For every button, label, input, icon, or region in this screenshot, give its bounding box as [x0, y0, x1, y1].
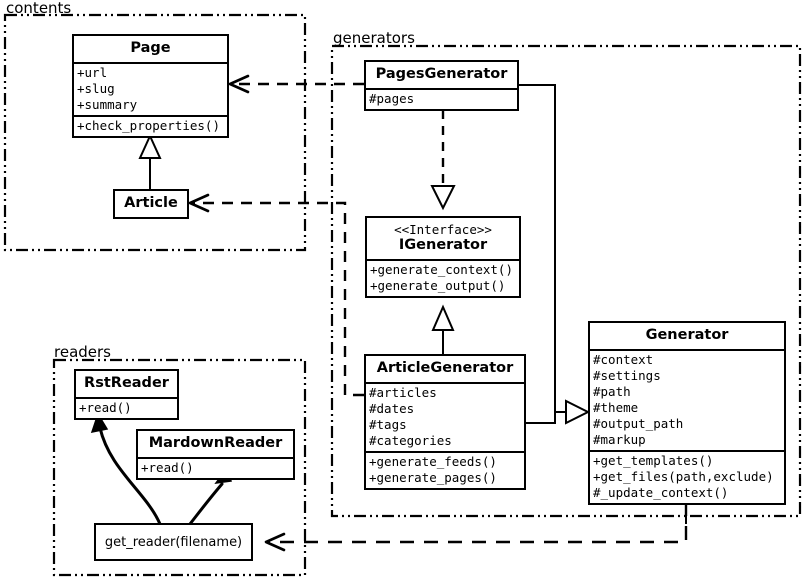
edge-articlegenerator-to-generator — [526, 411, 566, 424]
attribute: #context — [593, 352, 654, 367]
class-box-generator[interactable]: Generator #context #settings #path #them… — [588, 321, 786, 505]
class-name-page: Page — [130, 40, 171, 56]
attribute: #dates — [369, 401, 415, 416]
class-operations-article-generator: +generate_feeds() +generate_pages() — [366, 453, 524, 488]
class-name-article: Article — [124, 195, 178, 211]
class-name-igenerator: <<Interface>> IGenerator — [367, 218, 519, 259]
class-box-page[interactable]: Page +url +slug +summary +check_properti… — [72, 34, 229, 138]
attribute: #settings — [593, 368, 661, 383]
class-name-article-generator: ArticleGenerator — [376, 360, 514, 376]
attribute: #articles — [369, 385, 437, 400]
class-operations-rst-reader: +read() — [76, 399, 177, 418]
class-operations-generator: +get_templates() +get_files(path,exclude… — [590, 452, 784, 503]
attribute: #path — [593, 384, 631, 399]
attribute: +url — [77, 65, 108, 80]
attribute: +summary — [77, 97, 138, 112]
class-operations-page: +check_properties() — [74, 117, 227, 136]
hollow-triangle-igenerator-bottom — [431, 304, 455, 331]
class-operations-igenerator: +generate_context() +generate_output() — [367, 261, 519, 296]
edge-articlegenerator-to-article — [192, 201, 364, 397]
edge-getreader-to-mardownreader — [188, 482, 224, 526]
operation: +generate_output() — [370, 278, 506, 293]
class-operations-mardown-reader: +read() — [138, 459, 293, 478]
class-name-mardown-reader: MardownReader — [148, 435, 283, 451]
edge-generator-to-getreader — [268, 502, 688, 544]
hollow-triangle-page — [138, 133, 162, 159]
class-attributes-pages-generator: #pages — [366, 90, 517, 109]
attribute: #pages — [369, 91, 415, 106]
package-label-contents: contents — [4, 0, 74, 17]
class-name-label-igenerator: IGenerator — [398, 237, 488, 253]
attribute: +slug — [77, 81, 115, 96]
function-box-get-reader[interactable]: get_reader(filename) — [94, 523, 253, 561]
class-box-pages-generator[interactable]: PagesGenerator #pages — [364, 60, 519, 111]
attribute: #categories — [369, 433, 452, 448]
package-label-readers: readers — [52, 343, 113, 361]
class-attributes-generator: #context #settings #path #theme #output_… — [590, 351, 784, 450]
class-name-rst-reader: RstReader — [84, 375, 169, 391]
operation: +generate_pages() — [369, 470, 497, 485]
attribute: #tags — [369, 417, 407, 432]
class-attributes-article-generator: #articles #dates #tags #categories — [366, 384, 524, 451]
open-arrow-getreader — [264, 532, 286, 552]
operation: +generate_feeds() — [369, 454, 497, 469]
open-arrow-page — [228, 74, 250, 94]
attribute: #theme — [593, 400, 639, 415]
class-box-rst-reader[interactable]: RstReader +read() — [74, 369, 179, 420]
open-arrow-article — [188, 193, 210, 213]
operation: +get_templates() — [593, 453, 714, 468]
function-label-get-reader: get_reader(filename) — [104, 534, 243, 550]
operation: +read() — [79, 400, 132, 415]
operation: +check_properties() — [77, 118, 220, 133]
class-box-article[interactable]: Article — [113, 189, 189, 219]
class-box-mardown-reader[interactable]: MardownReader +read() — [136, 429, 295, 480]
class-name-generator: Generator — [645, 327, 729, 343]
package-label-generators: generators — [331, 29, 417, 47]
class-box-article-generator[interactable]: ArticleGenerator #articles #dates #tags … — [364, 354, 526, 490]
attribute: #markup — [593, 432, 646, 447]
hollow-triangle-generator — [565, 399, 591, 425]
edge-pagesgenerator-to-generator — [519, 84, 566, 413]
operation: +read() — [141, 460, 194, 475]
hollow-triangle-igenerator-top — [430, 185, 456, 211]
class-attributes-page: +url +slug +summary — [74, 64, 227, 115]
class-stereotype-igenerator: <<Interface>> — [394, 222, 492, 237]
operation: +get_files(path,exclude) — [593, 469, 774, 484]
class-name-pages-generator: PagesGenerator — [375, 66, 508, 82]
class-box-igenerator[interactable]: <<Interface>> IGenerator +generate_conte… — [365, 216, 521, 298]
attribute: #output_path — [593, 416, 684, 431]
operation: +generate_context() — [370, 262, 513, 277]
operation: #_update_context() — [593, 485, 729, 500]
